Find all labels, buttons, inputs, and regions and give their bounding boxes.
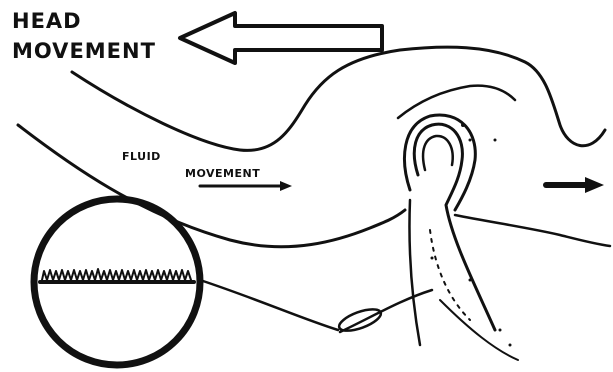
magnifier-pointer-lower (340, 290, 432, 332)
crista-right (440, 300, 518, 360)
fluid-movement-label-line2: MOVEMENT (185, 167, 260, 180)
crista-dots (430, 230, 470, 320)
ampulla-lower-wall (455, 215, 610, 246)
cupula-inner (423, 136, 453, 170)
fluid-movement-label-line1: FLUID (122, 150, 161, 163)
fluid-movement-arrow (200, 181, 292, 191)
crista-left (409, 200, 420, 345)
cupula (414, 124, 495, 330)
ampulla-upper-wall (398, 86, 515, 118)
right-arrow (546, 177, 604, 193)
head-movement-label-line2: MOVEMENT (12, 39, 156, 63)
head-movement-label-line1: HEAD (12, 9, 82, 33)
head-movement-arrow (180, 13, 382, 63)
debris-specks (431, 123, 512, 347)
hair-cells-magnified (40, 269, 194, 282)
magnifier-pointer-upper (200, 280, 338, 330)
